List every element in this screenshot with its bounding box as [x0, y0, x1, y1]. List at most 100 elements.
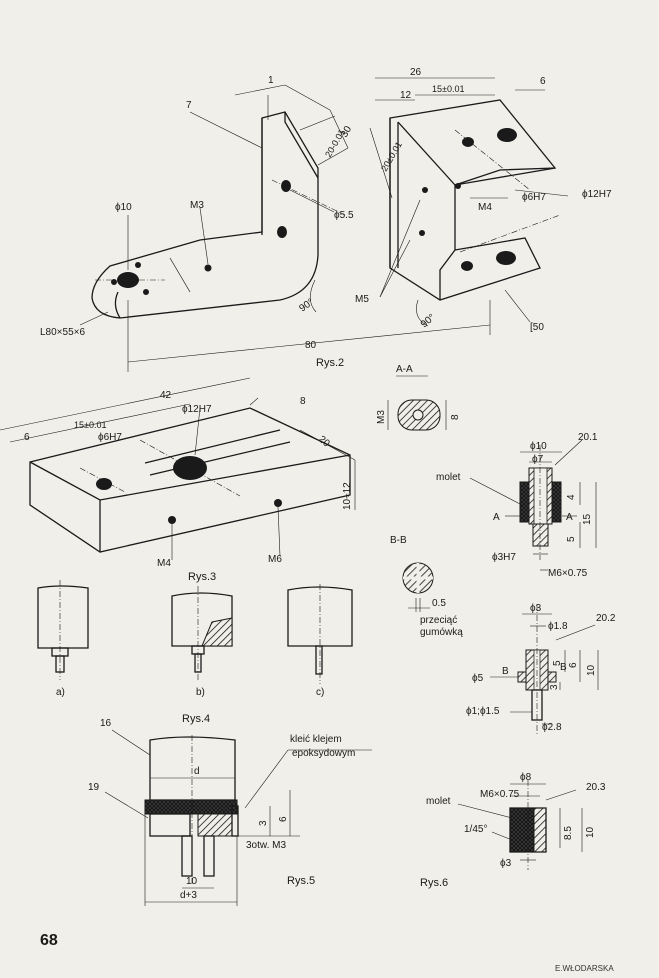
rys2-dim-15-001: 15±0.01 [432, 84, 464, 94]
rys5-d6: 6 [278, 816, 289, 822]
section-aa-title: A-A [396, 364, 413, 375]
rys2-dim-20-001-b: 20±0.01 [379, 140, 404, 173]
section-bb-note1: przeciąć [420, 615, 457, 626]
part-20-3: ϕ8 20.3 M6×0.75 molet 1/45° 8.5 10 ϕ3 Ry… [420, 772, 606, 889]
rys2-part6-label: 6 [540, 76, 546, 87]
rys2-dim-80: 80 [305, 340, 317, 351]
part20-3-phi3: ϕ3 [500, 858, 512, 869]
part20-1-d4: 4 [566, 494, 577, 500]
part20-3-phi8: ϕ8 [520, 772, 532, 783]
rys5-d3: 3 [258, 820, 269, 826]
rys3-caption: Rys.3 [188, 571, 216, 583]
rys2-phi12h7: ϕ12H7 [582, 189, 612, 200]
rys2-dim-30: 30 [339, 124, 354, 140]
rys3-dim-10-12: 10÷12 [342, 482, 353, 510]
part20-3-id: 20.3 [586, 782, 606, 793]
rys2-phi10: ϕ10 [115, 202, 132, 213]
rys2-dim-26: 26 [410, 67, 422, 78]
rys5-holes: 3otw. M3 [246, 840, 286, 851]
rys5-note2: epoksydowym [292, 748, 355, 759]
rys4-label-c: c) [316, 687, 324, 698]
rys4-label-b: b) [196, 687, 205, 698]
rys2-labels: 7 1 30 20-0.01 ϕ10 M3 ϕ5.5 L80×55×6 90° … [40, 67, 612, 369]
section-aa: A-A M3 8 [376, 364, 461, 431]
rys3-dim-6: 6 [24, 432, 30, 443]
rys6-caption: Rys.6 [420, 877, 448, 889]
rys2-dim-12: 12 [400, 90, 412, 101]
rys4-label-a: a) [56, 687, 65, 698]
part20-1-a-right: A [566, 512, 573, 523]
rys3-part8-label: 8 [300, 396, 306, 407]
rys4-labels: a) b) c) Rys.4 [56, 687, 324, 725]
part20-2-b-right: B [560, 662, 567, 673]
section-bb: B-B 0.5 przeciąć gumówką [390, 535, 463, 638]
rys3-dim-42: 42 [160, 390, 172, 401]
part20-3-molet: molet [426, 796, 451, 807]
rys2-dim-20-001: 20-0.01 [323, 128, 347, 159]
part20-3-m6: M6×0.75 [480, 789, 520, 800]
rys5-dplus3: d+3 [180, 890, 197, 901]
rys2-part7-label: 7 [186, 100, 192, 111]
part20-2-phi18: ϕ1.8 [548, 621, 568, 632]
rys2-dim-1: 1 [268, 75, 274, 86]
part20-2-b-left: B [502, 666, 509, 677]
part20-1-d15: 15 [582, 513, 593, 525]
rys3-block [0, 377, 356, 560]
part20-2-phi3: ϕ3 [530, 603, 542, 614]
rys5-note1: kleić klejem [290, 734, 342, 745]
part20-1-m6: M6×0.75 [548, 568, 588, 579]
rys3-labels: 42 8 6 15±0.01 ϕ12H7 ϕ6H7 20 10÷12 M4 M6… [24, 390, 353, 583]
rys2-caption: Rys.2 [316, 357, 344, 369]
part-20-2: ϕ3 ϕ1.8 20.2 5 6 10 3 ϕ5 B B ϕ1;ϕ1.5 ϕ2.… [466, 603, 616, 735]
rys2-channel: [50 [530, 322, 544, 333]
section-aa-d8: 8 [450, 414, 461, 420]
publisher-mark: E.WŁODARSKA [555, 964, 614, 973]
rys2-angle-bracket [79, 84, 491, 372]
part20-2-d5: 5 [552, 660, 563, 666]
part20-2-d3: 3 [549, 684, 560, 690]
part20-2-phi1: ϕ1;ϕ1.5 [466, 706, 500, 717]
part20-2-phi5: ϕ5 [472, 673, 484, 684]
rys5-assembly: 16 19 kleić klejem epoksydowym d 3 6 3ot… [88, 718, 372, 906]
part20-1-a-left: A [493, 512, 500, 523]
section-bb-title: B-B [390, 535, 407, 546]
page-number: 68 [40, 932, 58, 949]
rys2-m4: M4 [478, 202, 492, 213]
rys2-angle-b: 90° [419, 312, 438, 330]
section-bb-note2: gumówką [420, 627, 463, 638]
part20-1-d5: 5 [566, 536, 577, 542]
rys5-d10: 10 [186, 876, 198, 887]
part20-1-id: 20.1 [578, 432, 598, 443]
rys5-caption: Rys.5 [287, 875, 315, 887]
part20-1-phi7: ϕ7 [532, 454, 544, 465]
part20-1-molet: molet [436, 472, 461, 483]
section-aa-m3: M3 [376, 410, 387, 424]
rys3-phi6h7: ϕ6H7 [98, 432, 122, 443]
rys2-m3: M3 [190, 200, 204, 211]
rys2-angle-a: 90° [297, 297, 316, 315]
rys5-part16: 16 [100, 718, 112, 729]
rys2-channel-bracket [369, 77, 569, 327]
rys2-m5: M5 [355, 294, 369, 305]
rys3-phi12h7: ϕ12H7 [182, 404, 212, 415]
part20-3-d10: 10 [585, 826, 596, 838]
section-bb-d05: 0.5 [432, 598, 446, 609]
part20-2-id: 20.2 [596, 613, 616, 624]
part20-2-d6: 6 [568, 662, 579, 668]
rys4-variant-b [171, 586, 233, 680]
rys2-phi55: ϕ5.5 [334, 210, 354, 221]
rys3-m4: M4 [157, 558, 171, 569]
part20-2-phi28: ϕ2.8 [542, 722, 562, 733]
part20-2-d10: 10 [586, 664, 597, 676]
rys5-part19: 19 [88, 782, 100, 793]
part20-3-d85: 8.5 [563, 826, 574, 840]
part20-1-phi10: ϕ10 [530, 441, 547, 452]
rys3-m6: M6 [268, 554, 282, 565]
rys2-phi6h7: ϕ6H7 [522, 192, 546, 203]
rys2-profile: L80×55×6 [40, 327, 85, 338]
part20-1-phi3h7: ϕ3H7 [492, 552, 516, 563]
part-20-1: ϕ10 ϕ7 20.1 molet A A 4 15 5 ϕ3H7 M6×0.7… [436, 432, 598, 579]
rys3-dim-20: 20 [316, 434, 332, 450]
rys5-d: d [194, 766, 200, 777]
